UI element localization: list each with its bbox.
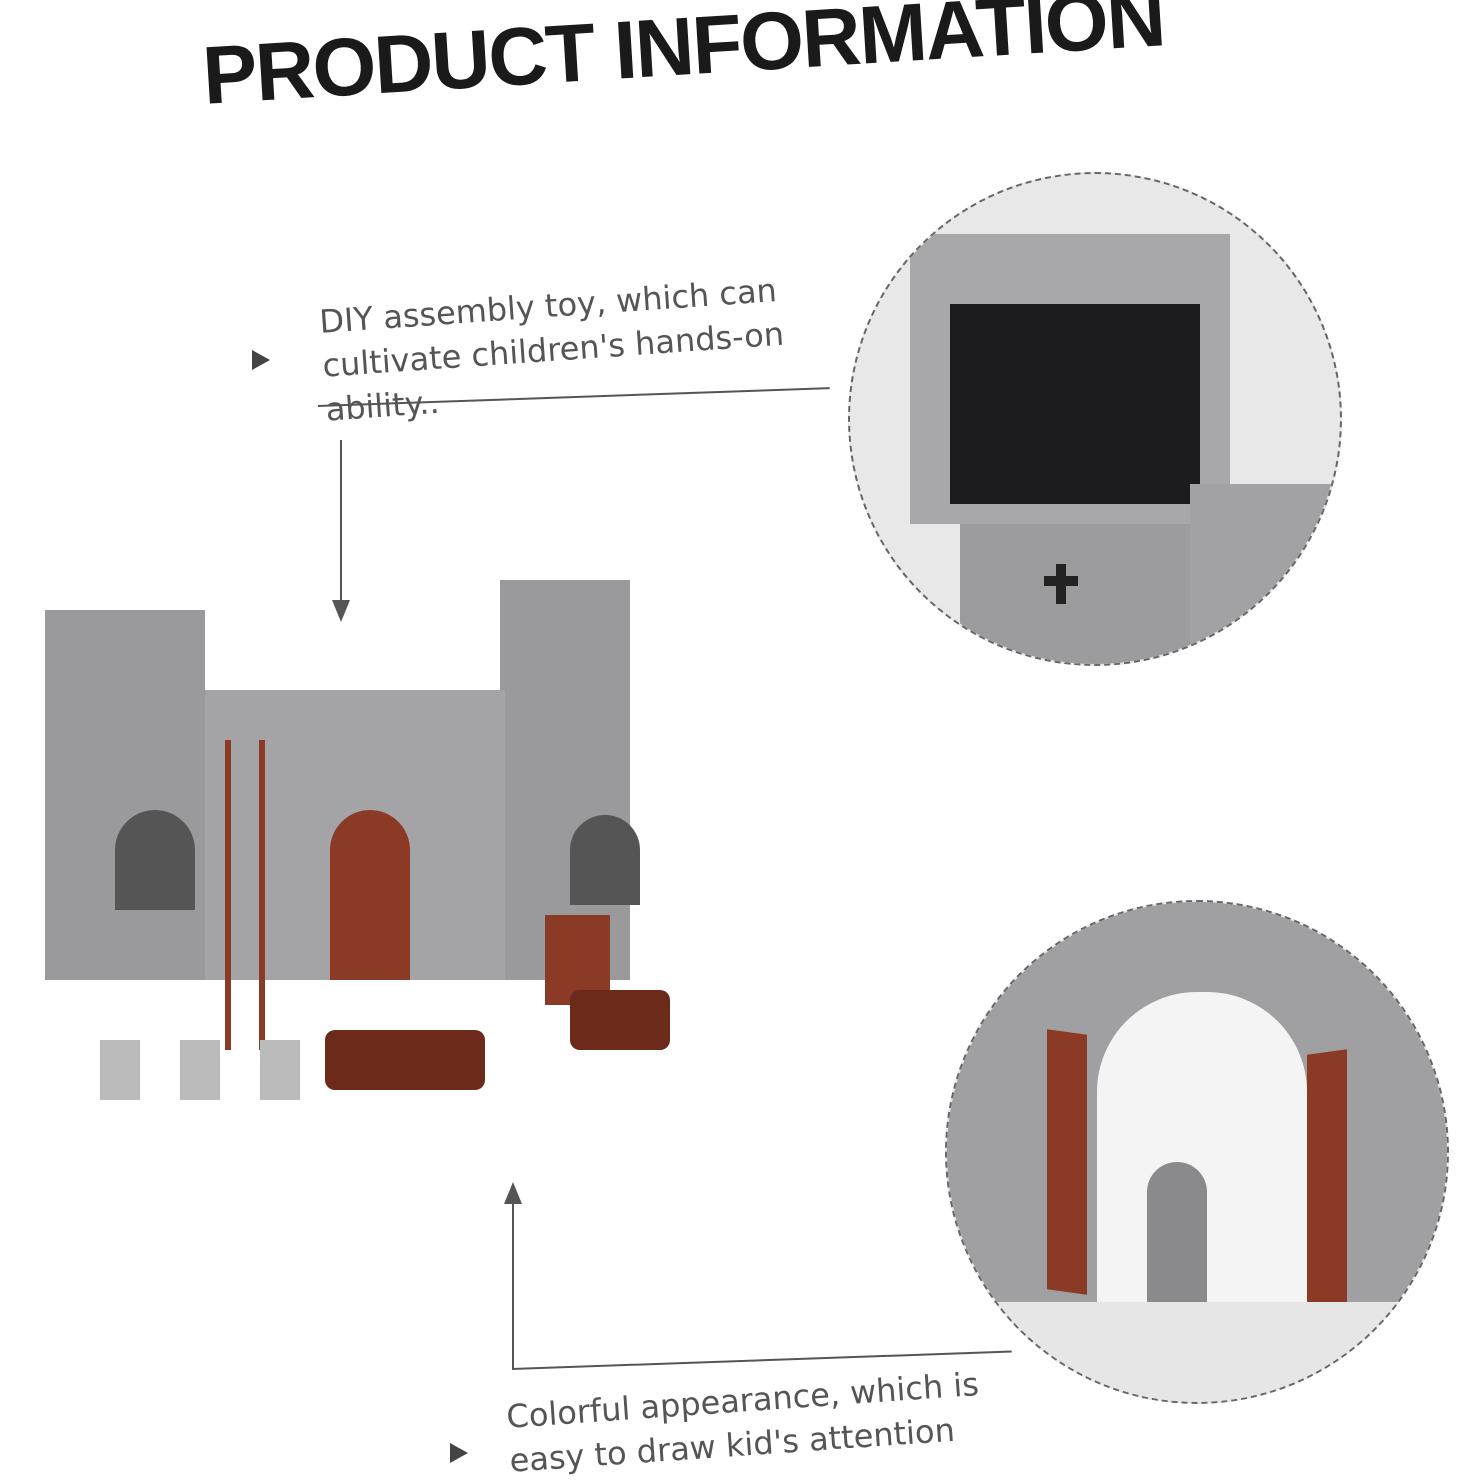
page-title: PRODUCT INFORMATION (200, 0, 1167, 122)
triangle-bullet-icon (252, 350, 270, 370)
castle-product-image (40, 560, 700, 1120)
arrow-down-icon (332, 600, 350, 622)
callout-line (340, 440, 342, 610)
detail-circle-tower (848, 172, 1342, 666)
arrow-up-icon (504, 1182, 522, 1204)
triangle-bullet-icon (450, 1443, 468, 1463)
detail-circle-gate (945, 900, 1449, 1404)
feature-caption-assembly: DIY assembly toy, which can cultivate ch… (318, 271, 786, 429)
callout-line (512, 1200, 514, 1368)
